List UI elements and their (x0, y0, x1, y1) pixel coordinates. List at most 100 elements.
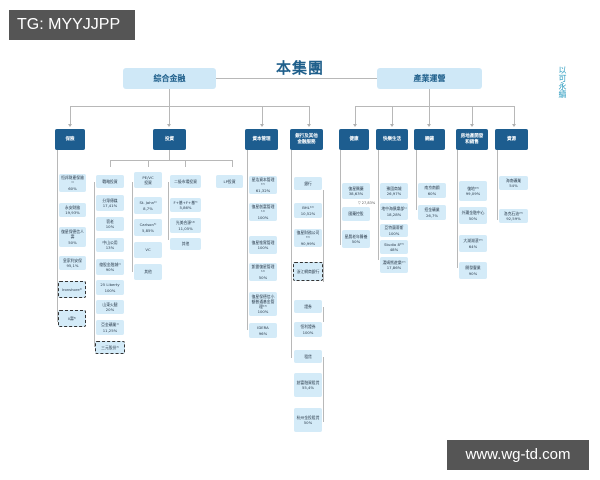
entity-box: 租賃 (294, 350, 322, 363)
entity-box-pending: 浙江網商銀行 (293, 262, 323, 281)
category-property: 房地產開發 和銷售 (456, 129, 488, 150)
entity-box: 洛克石油²⁰⁾ 92,59% (499, 209, 528, 223)
connector (168, 182, 169, 240)
arrow-down-icon (470, 124, 474, 127)
entity-box: 國藥控股 (342, 207, 370, 221)
entity-box: 銀行 (294, 177, 322, 190)
entity-box: VC (134, 242, 162, 258)
entity-box: 皇家利安保 95,1% (59, 256, 86, 270)
connector (291, 150, 292, 358)
entity-box: 湯姆熊遊樂¹⁷⁾ 17,86% (380, 257, 408, 273)
connector (457, 150, 458, 268)
ownership-note: ▽ 27,83% (358, 201, 376, 205)
entity-box: 其他 (170, 238, 201, 250)
entity-box: 招金礦業 26,7% (418, 205, 446, 220)
entity-box: 杭州金投租賃 50% (294, 408, 322, 432)
arrow-down-icon (353, 124, 357, 127)
connector (323, 357, 324, 422)
entity-box-pending: Ii壽³⁾ (58, 310, 86, 327)
entity-box: 南京南鋼 60% (418, 183, 446, 198)
entity-box: Studio 8¹⁶⁾ 48% (380, 240, 408, 254)
connector (429, 89, 430, 106)
entity-box: 永安財險 19,93% (59, 203, 86, 217)
entity-box: 復星創富管理¹¹⁾ 100% (249, 203, 277, 221)
entity-box: 分眾傳媒 17,41% (96, 195, 124, 211)
connector (70, 106, 71, 126)
category-investment: 投資 (153, 129, 186, 150)
category-health: 健康 (339, 129, 369, 150)
connector (497, 150, 498, 220)
entity-box: 復星保德信小額普通基金管理¹³⁾ 100% (249, 292, 277, 316)
entity-box: 億股金融城²⁾ 90% (96, 259, 124, 275)
entity-box: 復星財務公司¹⁵⁾ 90,99% (294, 229, 322, 247)
connector (169, 106, 170, 126)
category-banking: 銀行及其他 金融服務 (290, 129, 323, 150)
entity-box: 恒邦財產保險¹⁾ 60% (59, 174, 86, 192)
side-text: 以可永續 (558, 66, 567, 98)
connector-top (216, 78, 377, 79)
arrow-down-icon (427, 124, 431, 127)
entity-box: BHL¹⁴⁾ 10,52% (294, 203, 322, 218)
subgroup-pevc: PE/VC 投資 (134, 172, 162, 188)
entity-box: 寰老 10% (96, 217, 124, 231)
connector (355, 106, 356, 126)
connector (355, 106, 514, 107)
entity-box: 證券 (294, 300, 322, 313)
connector (378, 150, 379, 260)
arrow-down-icon (167, 124, 171, 127)
entity-box: 復星惟實管理 100% (249, 236, 277, 254)
entity-box: 恒利證券 100% (294, 322, 322, 337)
connector (323, 190, 324, 282)
entity-box: 復星醫藥 38,63% (342, 183, 370, 199)
category-capital: 資本管理 (245, 129, 278, 150)
arrow-down-icon (307, 124, 311, 127)
entity-box: 大湖湖濱¹⁹⁾ 64% (459, 235, 487, 252)
category-insurance: 保險 (55, 129, 85, 150)
chart-title: 本集團 (275, 59, 324, 77)
arrow-down-icon (390, 124, 394, 127)
connector (472, 106, 473, 126)
category-happy-life: 快樂生活 (376, 129, 408, 150)
entity-box: F+基+F+基⁶⁾ 5,86% (170, 198, 201, 212)
entity-box: IDERA 96% (249, 323, 277, 338)
entity-box: 開發豐業 90% (459, 262, 487, 279)
entity-box: 亞特蘭蒂斯 100% (380, 224, 408, 237)
entity-box: 亞金礦業¹⁾ 11,25% (96, 320, 124, 335)
connector (148, 160, 149, 167)
connector (110, 160, 111, 167)
connector (185, 160, 186, 167)
entity-box: 海南礦業 54% (499, 176, 528, 190)
entity-box: 復地¹⁸⁾ 99,09% (459, 181, 487, 201)
connector (416, 150, 417, 210)
entity-box: 凱雷復星管理¹²⁾ 50% (249, 263, 277, 281)
arrow-down-icon (260, 124, 264, 127)
connector (392, 106, 393, 126)
entity-box: 光美合源¹⁴⁾ 11,05% (170, 218, 201, 233)
entity-box-pending: Ironshore²⁾ (58, 281, 86, 298)
category-steel: 鋼鐵 (414, 129, 445, 150)
entity-box: 山東火腿 20% (96, 300, 124, 314)
arrow-down-icon (68, 124, 72, 127)
segment-financial: 綜合金融 (123, 68, 216, 89)
watermark-bottom: www.wg-td.com (447, 440, 589, 470)
connector (94, 182, 95, 347)
connector (169, 150, 170, 160)
entity-box: 創富融資租賃 55,4% (294, 373, 322, 397)
connector (110, 160, 233, 161)
segment-industrial: 產業運營 (377, 68, 482, 89)
connector (57, 150, 58, 322)
connector (514, 106, 515, 126)
entity-box: 25 Liberty 100% (96, 280, 124, 295)
connector (132, 182, 133, 272)
entity-box: 其他 (134, 264, 162, 280)
entity-box: 豫園商城 26,97% (380, 183, 408, 199)
entity-box-pending: 三元股份³⁾ (95, 341, 125, 354)
entity-box: 中山公用 13% (96, 238, 124, 252)
connector (70, 106, 310, 107)
connector (247, 150, 248, 330)
entity-box: 地中海俱樂部¹⁾ 18,28% (380, 203, 408, 220)
entity-box: 外灘金融中心 50% (459, 207, 487, 224)
entity-box: 星浩資本管理¹⁰⁾ 61,32% (249, 176, 277, 194)
entity-box: 星晨老年醫養 50% (342, 230, 370, 248)
subgroup-secondary: 二級市場投資 (170, 175, 201, 188)
